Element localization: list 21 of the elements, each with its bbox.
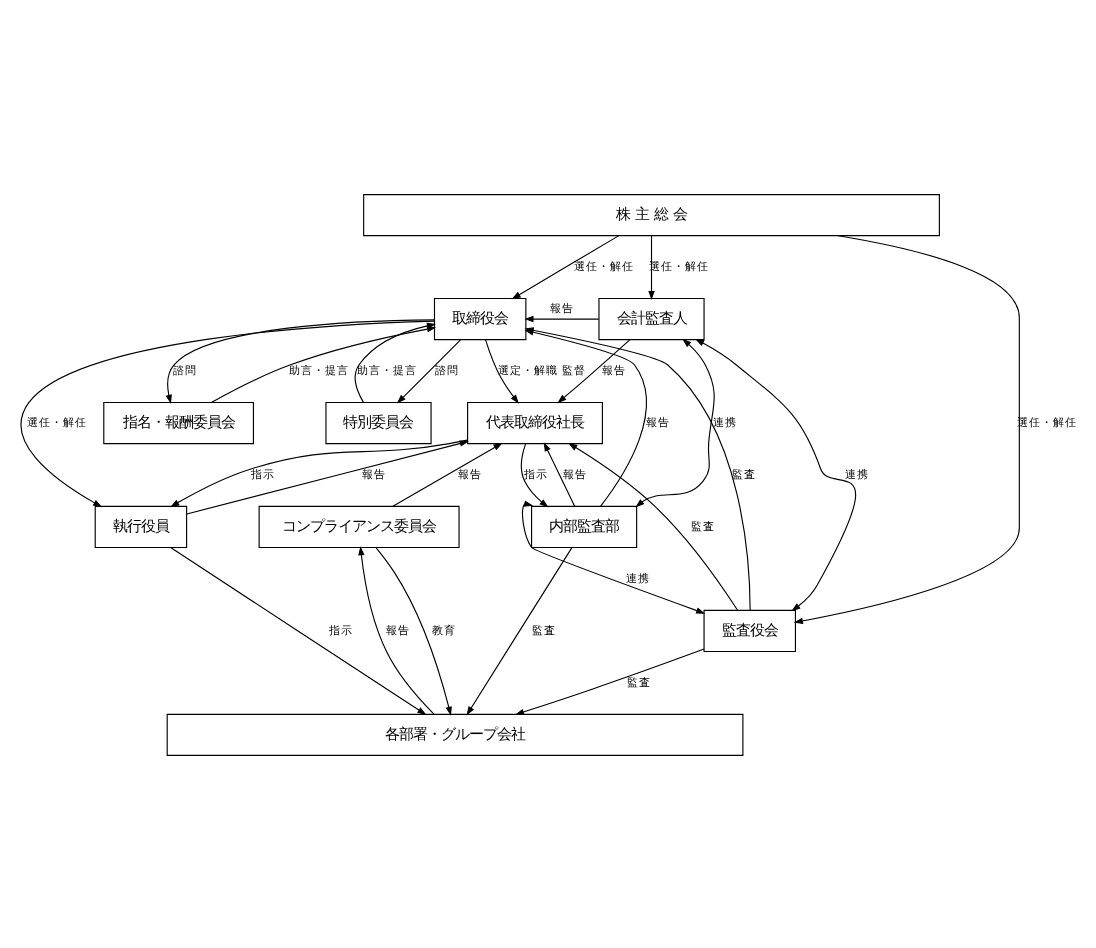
arrow <box>793 234 1020 624</box>
arrow <box>514 647 705 714</box>
arrow <box>186 439 469 514</box>
arrow <box>170 438 468 507</box>
arrow <box>568 442 739 610</box>
arrow <box>485 338 519 403</box>
arrow <box>524 314 600 322</box>
arrow <box>358 545 435 714</box>
arrow <box>695 337 856 611</box>
arrow <box>170 546 427 714</box>
arrow <box>396 338 462 403</box>
arrow <box>392 441 503 506</box>
arrow <box>511 234 620 299</box>
arrow <box>543 441 576 506</box>
arrow <box>635 337 715 507</box>
arrow <box>522 499 706 613</box>
arrow <box>466 546 573 715</box>
arrow <box>520 442 549 507</box>
arrow <box>648 234 655 300</box>
arrow <box>375 546 452 715</box>
arrow <box>557 338 631 403</box>
